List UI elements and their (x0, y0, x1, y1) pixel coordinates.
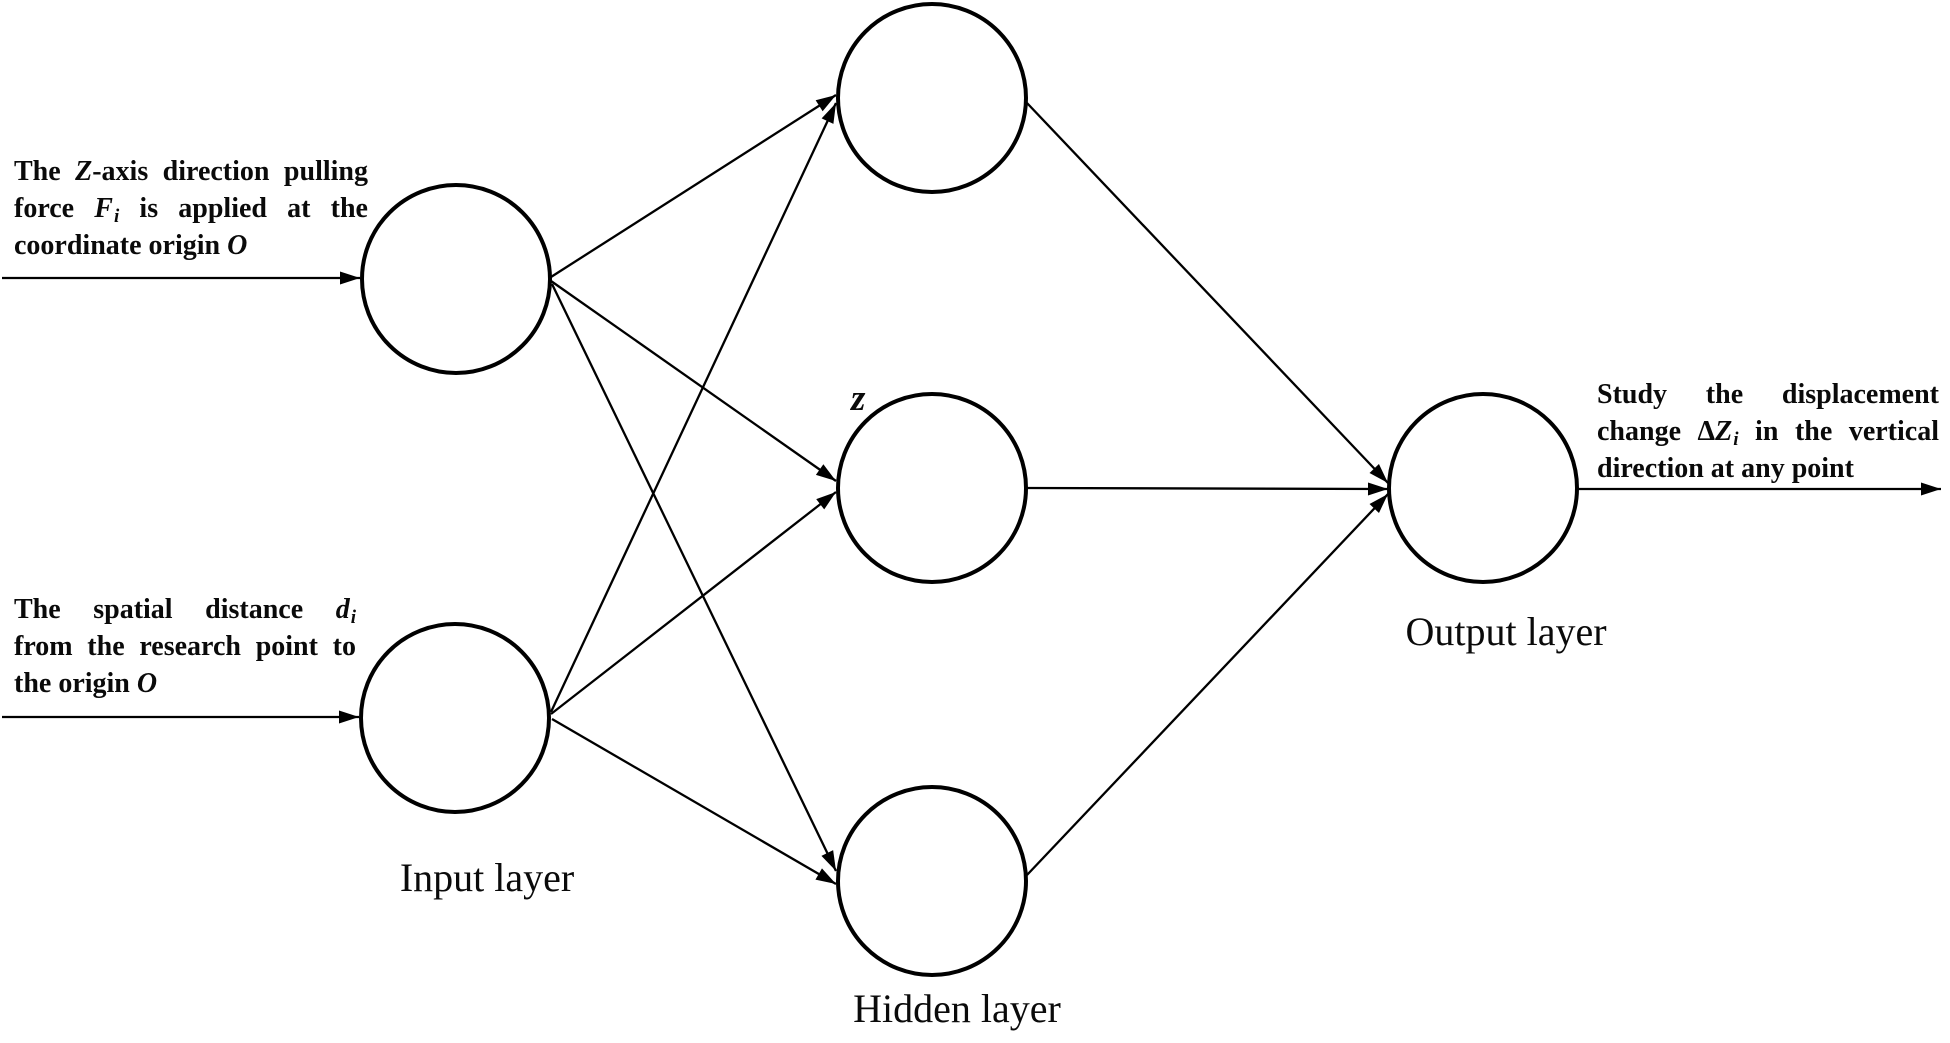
text-run: -axis direction pulling (92, 156, 368, 187)
annotation-line: The Z-axis direction pulling (14, 153, 368, 190)
annotation-line: Study the displacement (1597, 376, 1939, 413)
hidden-layer-label: Hidden layer (853, 986, 1061, 1031)
edge-input1-hidden2 (550, 280, 837, 482)
edge-input1-hidden1 (550, 94, 837, 278)
text-run: from the research point to (14, 631, 356, 662)
edge-input2-hidden1 (549, 102, 838, 713)
text-run: force (14, 193, 95, 224)
output-annotation: Study the displacement change ΔZi in the… (1597, 376, 1939, 487)
math-var-Z: Z (1715, 416, 1733, 447)
annotation-line: the origin O (14, 665, 356, 702)
input-node-2 (359, 622, 551, 814)
input2-annotation: The spatial distance di from the researc… (14, 591, 356, 702)
text-run: direction at any point (1597, 453, 1854, 484)
math-var-Z: Z (75, 156, 93, 187)
text-run: Study the displacement (1597, 379, 1939, 410)
input-node-1 (360, 183, 552, 375)
math-var-d: d (335, 594, 350, 625)
output-layer-label: Output layer (1405, 609, 1607, 654)
text-run: the origin (14, 668, 137, 699)
hidden-node-z-label: z (851, 378, 866, 419)
annotation-line: change ΔZi in the vertical (1597, 413, 1939, 450)
annotation-line: from the research point to (14, 628, 356, 665)
edge-hidden3-output (1026, 493, 1389, 876)
math-var-O: O (227, 230, 248, 261)
text-run: The (14, 156, 76, 187)
edge-hidden2-output (1026, 482, 1389, 496)
output-node (1387, 392, 1579, 584)
input-layer-label: Input layer (399, 855, 575, 900)
edge-input2-hidden3 (551, 718, 837, 885)
math-subscript-i: i (1733, 429, 1739, 450)
annotation-line: direction at any point (1597, 450, 1939, 487)
hidden-node-1 (836, 2, 1028, 194)
math-var-O: O (136, 668, 158, 699)
text-run: coordinate origin (14, 230, 228, 261)
text-run: is applied at the (119, 193, 368, 224)
annotation-line: force Fi is applied at the (14, 190, 368, 227)
input1-annotation: The Z-axis direction pulling force Fi is… (14, 153, 368, 264)
math-subscript-i: i (113, 206, 120, 227)
edge-input1-hidden3 (550, 283, 838, 872)
annotation-line: The spatial distance di (14, 591, 356, 628)
hidden-node-3 (836, 785, 1028, 977)
edge-hidden1-output (1026, 102, 1389, 484)
text-run: The spatial distance (14, 594, 336, 625)
edge-input2-hidden2 (550, 491, 837, 715)
math-var-F: F (94, 193, 113, 224)
text-run: in the vertical (1738, 416, 1939, 447)
text-run: change Δ (1597, 416, 1716, 447)
hidden-node-2 (836, 392, 1028, 584)
annotation-line: coordinate origin O (14, 227, 368, 264)
math-subscript-i: i (350, 607, 356, 628)
